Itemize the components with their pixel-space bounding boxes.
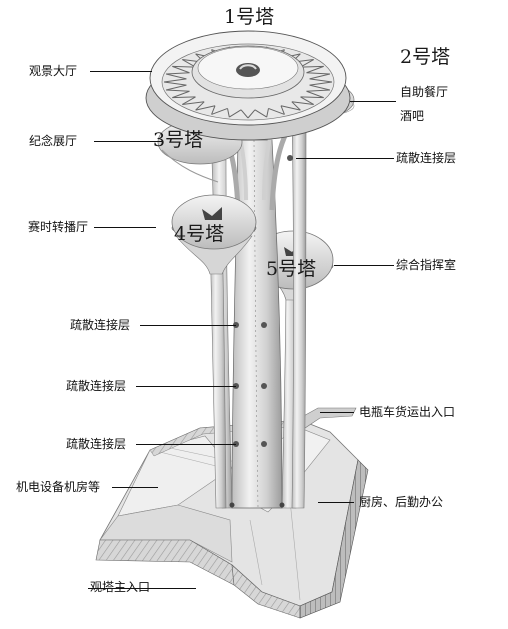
truss-member (166, 72, 190, 75)
label-memorial-hall: 纪念展厅 (29, 134, 78, 148)
truss-member (195, 101, 205, 111)
leader-evacuation-2 (136, 386, 236, 387)
leader-ev-entrance (320, 412, 354, 413)
tower-3-label: 3号塔 (153, 129, 204, 151)
truss-member (280, 105, 285, 115)
truss-member (211, 105, 216, 115)
truss-member (266, 108, 269, 118)
label-evacuation-1: 疏散连接层 (70, 318, 131, 332)
truss-member (291, 101, 301, 111)
label-evacuation-top: 疏散连接层 (396, 151, 457, 165)
connection-nodes (229, 155, 293, 508)
leader-observation-hall (90, 71, 152, 72)
truss-member (240, 109, 249, 119)
truss-member (172, 65, 196, 68)
truss-member (211, 107, 228, 115)
label-main-entrance: 观塔主入口 (90, 580, 151, 594)
tower-1-label: 1号塔 (224, 6, 275, 28)
label-ev-entrance: 电瓶车货运出入口 (359, 405, 456, 419)
leader-main-entrance (88, 588, 196, 589)
truss-member (268, 107, 285, 115)
label-bar: 酒吧 (400, 109, 425, 123)
tower-1-disc (145, 30, 351, 141)
label-kitchen-office: 厨房、后勤办公 (359, 495, 444, 509)
truss-member (166, 89, 190, 92)
leader-broadcast-hall (94, 227, 156, 228)
truss-member (309, 73, 331, 80)
truss-member (291, 101, 314, 105)
truss-member (300, 96, 314, 105)
truss-member (229, 109, 242, 118)
leader-command-room (334, 265, 394, 266)
leader-kitchen-office (318, 502, 354, 503)
truss-member (300, 96, 324, 99)
leader-evacuation-top (296, 158, 394, 159)
truss-member (163, 81, 187, 86)
tower-2-label: 2号塔 (400, 46, 451, 68)
leader-evacuation-3 (136, 444, 236, 445)
truss-member (165, 73, 187, 80)
leader-equipment-room (112, 487, 158, 488)
truss-member (172, 90, 190, 99)
tower-5-label: 5号塔 (266, 258, 317, 280)
label-command-room: 综合指挥室 (396, 258, 457, 272)
truss-member (182, 96, 196, 105)
truss-member (300, 65, 324, 68)
leader-memorial-hall (94, 141, 162, 142)
leader-evacuation-1 (140, 325, 236, 326)
label-observation-hall: 观景大厅 (29, 64, 78, 78)
label-evacuation-3: 疏散连接层 (66, 437, 127, 451)
truss-member (306, 72, 330, 75)
truss-member (247, 109, 256, 119)
truss-member (306, 65, 324, 74)
truss-member (182, 101, 205, 105)
leader-restaurant (350, 101, 396, 102)
truss-member (195, 105, 216, 111)
truss-member (280, 105, 301, 111)
truss-member (172, 65, 190, 74)
truss-member (172, 96, 196, 99)
label-evacuation-2: 疏散连接层 (66, 379, 127, 393)
truss-member (163, 78, 187, 83)
truss-member (309, 81, 333, 86)
truss-member (227, 108, 230, 118)
truss-member (254, 109, 267, 118)
truss-member (306, 89, 330, 92)
truss-member (306, 90, 324, 99)
label-broadcast-hall: 赛时转播厅 (28, 220, 89, 234)
truss-member (309, 78, 333, 83)
label-equipment-room: 机电设备机房等 (16, 480, 101, 494)
truss-member (309, 84, 331, 91)
tower-4-label: 4号塔 (174, 223, 225, 245)
tower-4 (171, 194, 257, 509)
truss-member (165, 84, 187, 91)
label-buffet-restaurant: 自助餐厅 (400, 85, 449, 99)
tower-1-truss (163, 45, 333, 119)
